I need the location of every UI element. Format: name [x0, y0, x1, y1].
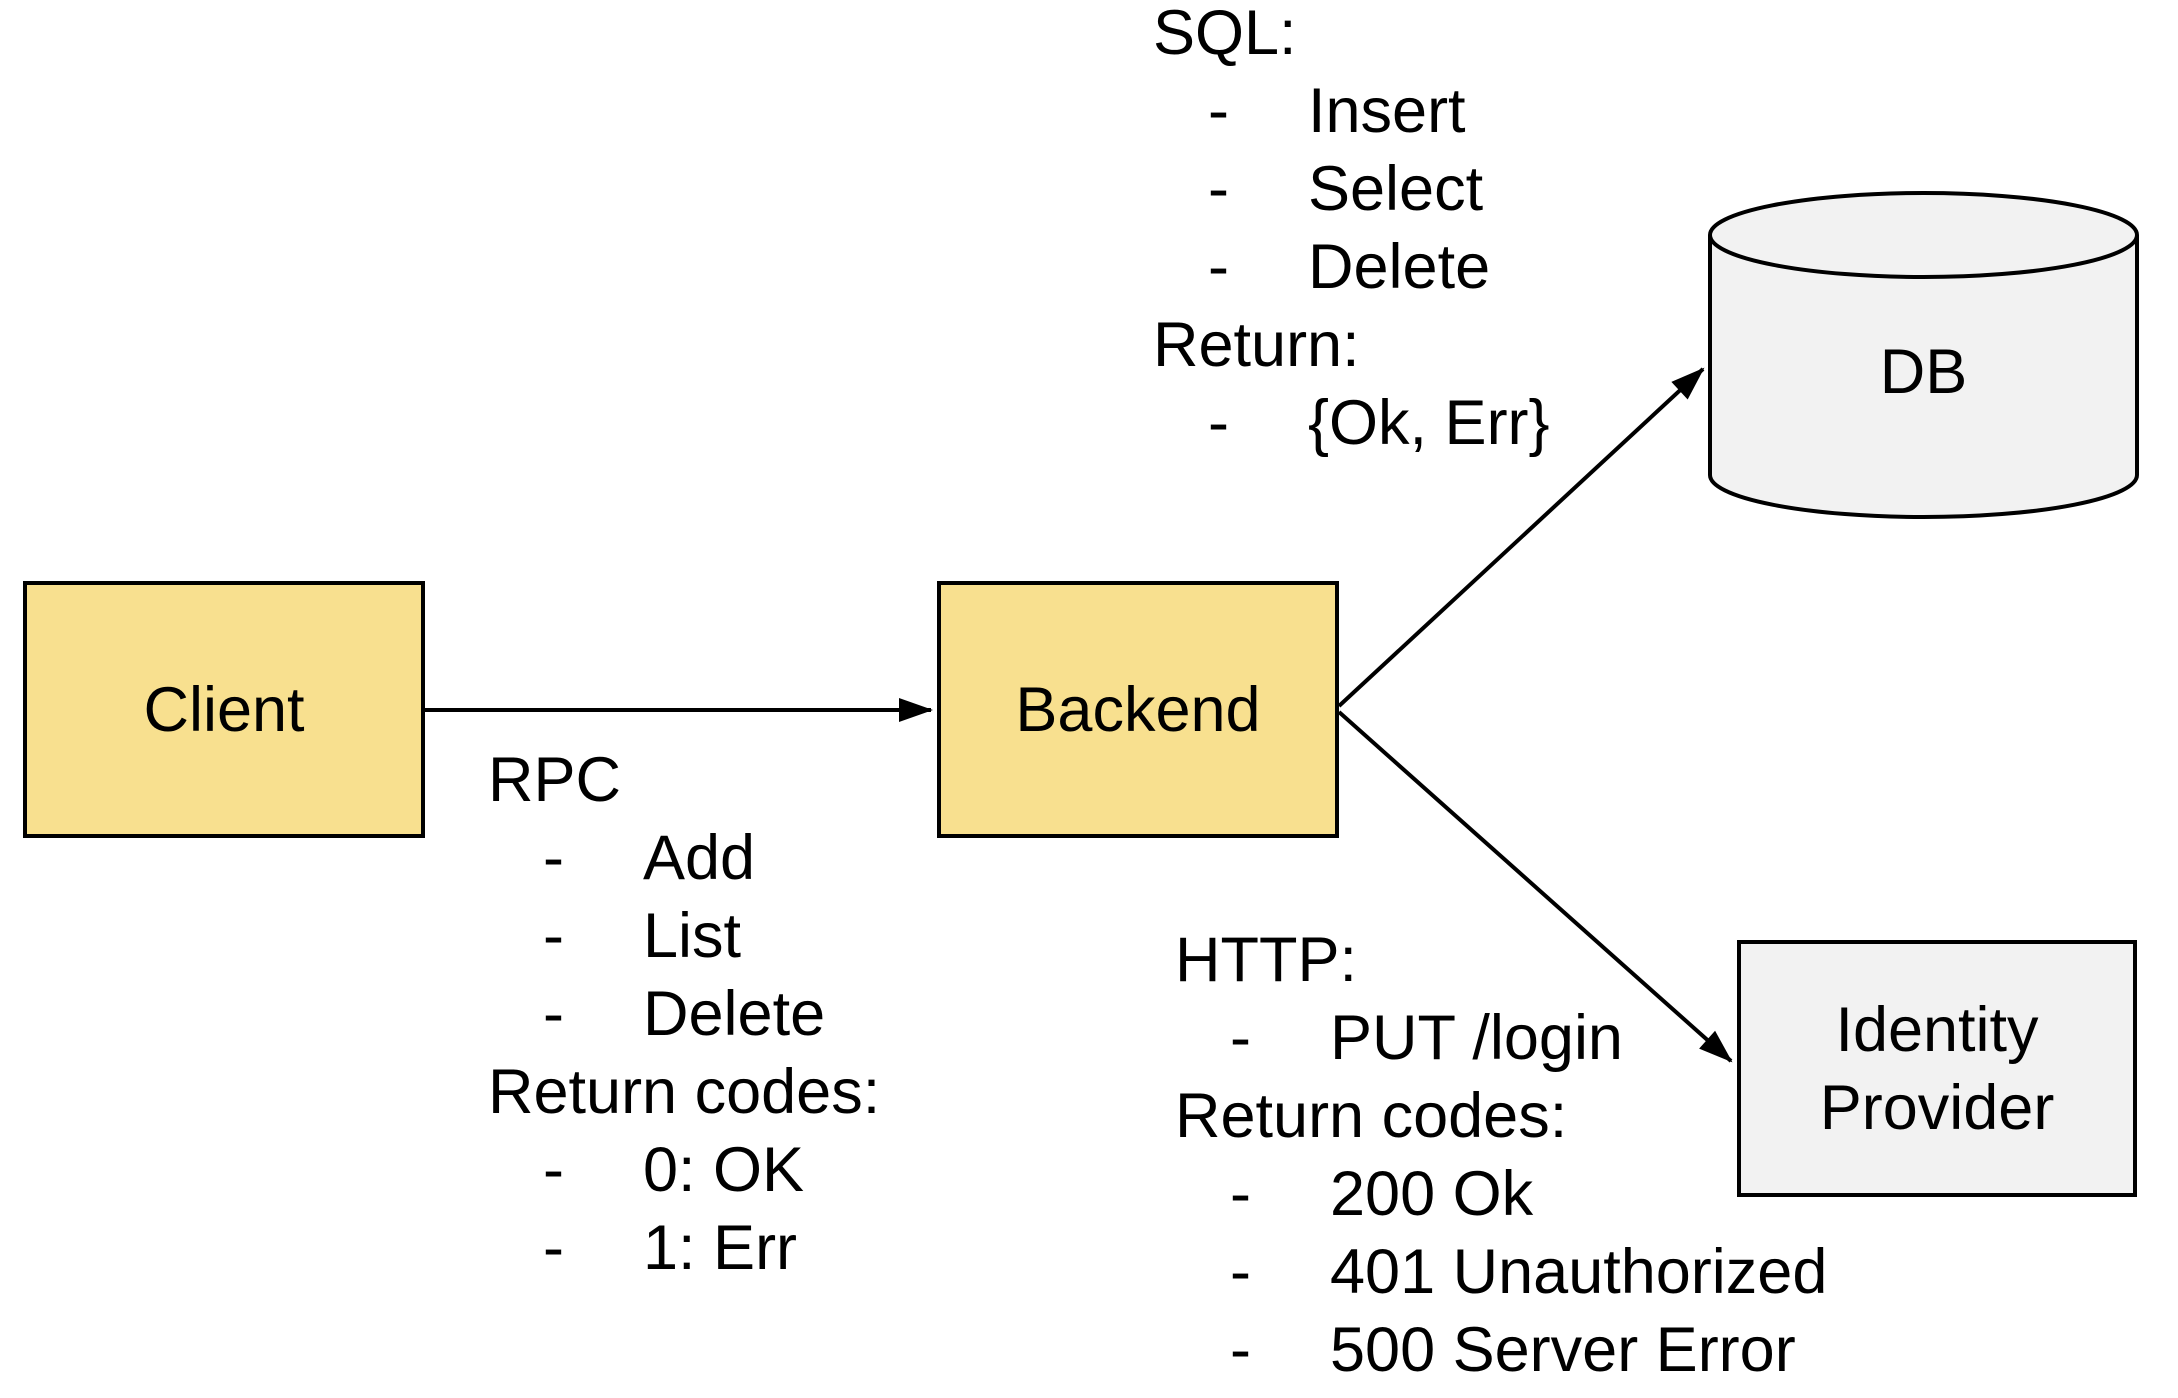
note-line: - List	[488, 897, 880, 975]
note-line: HTTP:	[1175, 921, 1827, 999]
http-note: HTTP: -PUT /login Return codes: -200 Ok …	[1175, 921, 1827, 1389]
db-cylinder-body	[1708, 235, 2139, 519]
note-line-text: Insert	[1308, 76, 1466, 146]
note-line-text: Add	[643, 823, 756, 893]
note-line: - PUT /login	[1175, 999, 1827, 1077]
bullet-dash: -	[543, 1135, 564, 1205]
note-line-text: 200 Ok	[1330, 1159, 1534, 1229]
note-line: - 1: Err	[488, 1209, 880, 1287]
sql-note: SQL: - Insert - Select - Delete Return: - {O…	[1153, 0, 1550, 462]
note-line: Return:	[1153, 306, 1550, 384]
note-line: - Delete	[1153, 228, 1550, 306]
db-cylinder-top	[1708, 191, 2139, 279]
note-line: - 0: OK	[488, 1131, 880, 1209]
note-line-text: PUT /login	[1330, 1003, 1623, 1073]
note-line-text: Delete	[643, 979, 826, 1049]
bullet-dash: -	[1230, 1003, 1251, 1073]
bullet-dash: -	[1208, 154, 1229, 224]
note-line: - Delete	[488, 975, 880, 1053]
bullet-dash: -	[543, 979, 564, 1049]
db-node-label: DB	[1879, 337, 1968, 407]
note-line-text: List	[643, 901, 742, 971]
backend-node-label: Backend	[1015, 674, 1261, 745]
backend-db-arrow	[1337, 367, 1705, 708]
note-line: - Select	[1153, 150, 1550, 228]
note-line-text: Select	[1308, 154, 1484, 224]
note-line-text: 1: Err	[643, 1213, 798, 1283]
note-line-text: Return:	[1153, 310, 1360, 380]
db-cylinder	[1708, 191, 2139, 519]
note-line: Return codes:	[1175, 1077, 1827, 1155]
bullet-dash: -	[543, 901, 564, 971]
rpc-note: RPC - Add - List - Delete Return codes: - 0:…	[488, 741, 880, 1287]
bullet-dash: -	[543, 1213, 564, 1283]
note-line-text: HTTP:	[1175, 925, 1357, 995]
note-line: - 401 Unauthorized	[1175, 1233, 1827, 1311]
note-line: - {Ok, Err}	[1153, 384, 1550, 462]
bullet-dash: -	[1208, 232, 1229, 302]
backend-idp-arrow	[1337, 710, 1733, 1063]
note-line-text: Delete	[1308, 232, 1491, 302]
bullet-dash: -	[1208, 76, 1229, 146]
bullet-dash: -	[1230, 1237, 1251, 1307]
client-node-label: Client	[143, 674, 305, 745]
note-line: - Add	[488, 819, 880, 897]
note-line: Return codes:	[488, 1053, 880, 1131]
note-line-text: SQL:	[1153, 0, 1297, 68]
bullet-dash: -	[543, 823, 564, 893]
backend-node: Backend	[937, 581, 1339, 838]
note-line: RPC	[488, 741, 880, 819]
note-line: - 500 Server Error	[1175, 1311, 1827, 1389]
bullet-dash: -	[1208, 388, 1229, 458]
note-line-text: Return codes:	[1175, 1081, 1568, 1151]
note-line-text: 401 Unauthorized	[1330, 1237, 1828, 1307]
client-node: Client	[23, 581, 425, 838]
note-line-text: 0: OK	[643, 1135, 805, 1205]
identity-provider-node: Identity Provider	[1737, 940, 2137, 1197]
identity-provider-node-label: Identity Provider	[1819, 994, 2055, 1143]
note-line-text: Return codes:	[488, 1057, 881, 1127]
note-line-text: {Ok, Err}	[1308, 388, 1550, 458]
bullet-dash: -	[1230, 1159, 1251, 1229]
note-line-text: RPC	[488, 745, 622, 815]
note-line: SQL:	[1153, 0, 1550, 72]
note-line: - 200 Ok	[1175, 1155, 1827, 1233]
note-line-text: 500 Server Error	[1330, 1315, 1796, 1385]
note-line: - Insert	[1153, 72, 1550, 150]
bullet-dash: -	[1230, 1315, 1251, 1385]
